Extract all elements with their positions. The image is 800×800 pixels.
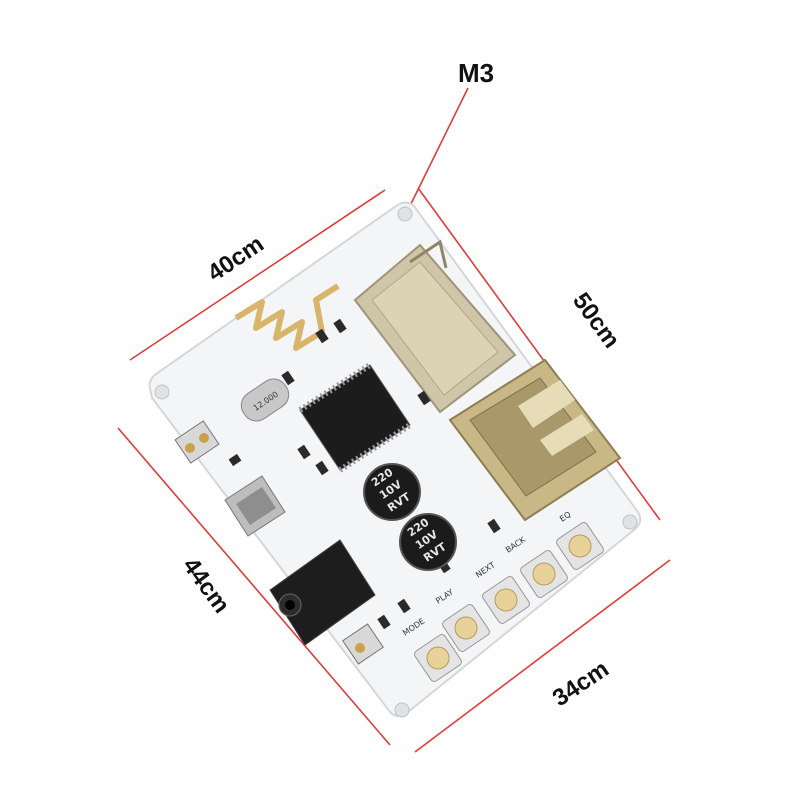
right-height-line [417, 187, 661, 521]
bluetooth-antenna [234, 283, 340, 351]
capacitor-2: 220 10V RVT [399, 513, 457, 571]
mount-hole-right [622, 514, 638, 530]
capacitor-1: 220 10V RVT [363, 463, 421, 521]
label-width-bottom: 34cm [548, 655, 614, 712]
button-play: PLAY [434, 587, 490, 652]
usb-port [448, 358, 622, 522]
tf-card-slot [353, 239, 517, 414]
top-width-line [129, 189, 386, 361]
button-eq: EQ [556, 510, 604, 570]
power-terminal [174, 420, 220, 464]
label-width-top: 40cm [203, 230, 269, 287]
mount-hole-left [154, 384, 170, 400]
main-ic [298, 362, 412, 473]
label-height-left: 44cm [177, 553, 235, 619]
dimension-lines [117, 87, 671, 753]
crystal-oscillator: 12.000 [240, 378, 290, 422]
micro-usb-port [224, 475, 286, 537]
button-back: BACK [504, 535, 568, 598]
speaker-pads [342, 623, 384, 665]
mount-hole-leader [406, 87, 469, 213]
audio-jack [269, 539, 376, 646]
mount-hole-bottom [394, 702, 410, 718]
label-mount-hole: M3 [458, 58, 494, 88]
mount-hole-top [397, 206, 413, 222]
bottom-width-line [414, 559, 671, 753]
label-height-right: 50cm [567, 288, 625, 354]
left-height-line [117, 427, 391, 746]
